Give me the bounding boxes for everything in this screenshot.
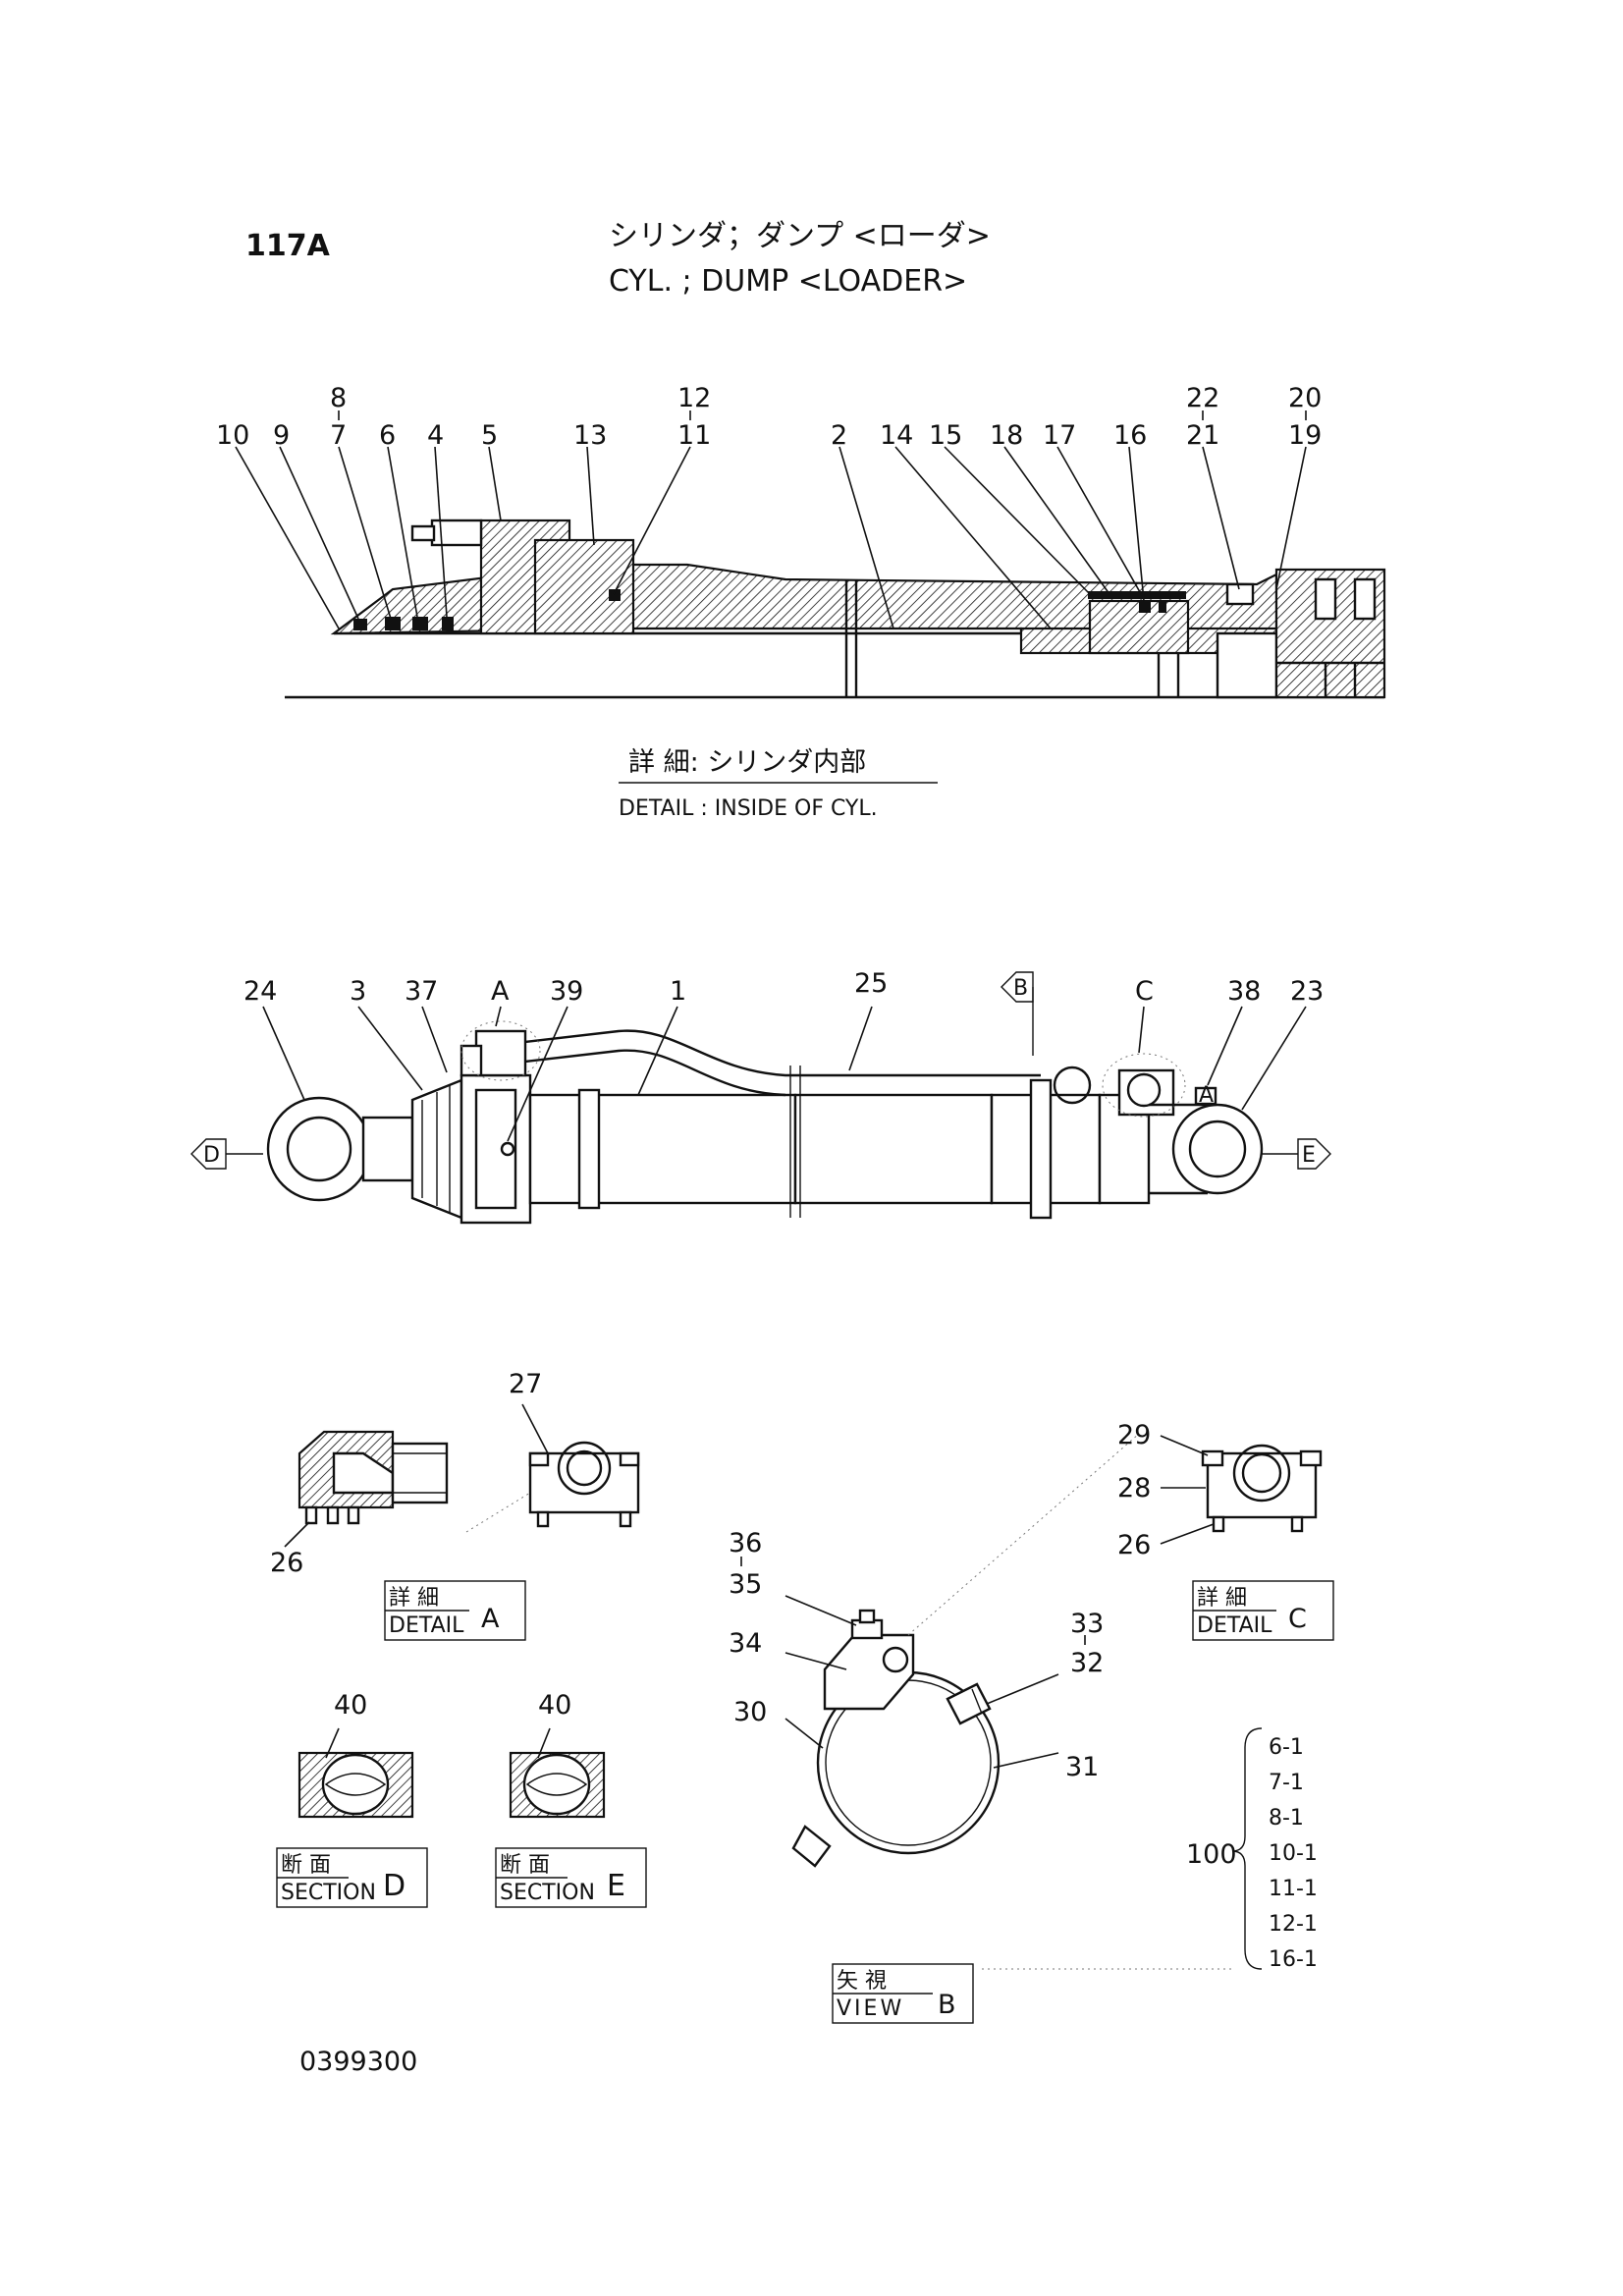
callout-26-detail-c: 26	[1117, 1530, 1151, 1560]
callout-32: 32	[1070, 1648, 1104, 1678]
detail-a-drawing	[284, 1403, 640, 1641]
callout-29: 29	[1117, 1420, 1151, 1450]
callout-13: 13	[573, 420, 607, 451]
callout-39: 39	[550, 976, 583, 1007]
section-d-label-jp: 断 面	[281, 1853, 331, 1878]
callout-21: 21	[1186, 420, 1219, 451]
callout-9: 9	[273, 420, 290, 451]
callout-c-main: C	[1135, 976, 1154, 1007]
section-d-drawing	[276, 1727, 428, 1908]
tag-a: A	[1199, 1083, 1214, 1108]
detail-a-letter: A	[481, 1604, 500, 1634]
callout-7: 7	[330, 420, 347, 451]
callout-14: 14	[880, 420, 913, 451]
callout-31: 31	[1065, 1752, 1099, 1782]
section-d-callout-40: 40	[334, 1690, 367, 1721]
detail-c-label-en: DETAIL	[1197, 1613, 1272, 1638]
detail-a-label-en: DETAIL	[389, 1613, 464, 1638]
kit-brace	[1231, 1727, 1263, 1970]
callout-1: 1	[670, 976, 686, 1007]
callout-19: 19	[1288, 420, 1322, 451]
callout-30: 30	[733, 1697, 767, 1727]
view-arrow-b: B	[1013, 976, 1028, 1001]
callout-25: 25	[854, 968, 888, 999]
section-e-label-jp: 断 面	[500, 1853, 550, 1878]
callout-11: 11	[677, 420, 711, 451]
callout-3: 3	[350, 976, 366, 1007]
section-e-callout-40: 40	[538, 1690, 571, 1721]
section-e-drawing	[495, 1727, 647, 1908]
callout-24: 24	[243, 976, 277, 1007]
view-b-letter: B	[938, 1990, 956, 2020]
callout-35: 35	[729, 1569, 762, 1600]
callout-a-main: A	[491, 976, 510, 1007]
callout-10: 10	[216, 420, 249, 451]
detail-c-letter: C	[1288, 1604, 1307, 1634]
section-e-label-en: SECTION	[500, 1881, 595, 1905]
detail-inside-caption-jp: 詳 細: シリンダ内部	[628, 747, 866, 778]
detail-inside-caption-en: DETAIL : INSIDE OF CYL.	[619, 796, 878, 821]
kit-item-4: 10-1	[1269, 1841, 1318, 1866]
view-b-label-jp: 矢 視	[837, 1969, 887, 1994]
page-number: 117A	[245, 229, 331, 263]
detail-inside-drawing	[235, 410, 1386, 699]
detail-c-label-jp: 詳 細	[1197, 1586, 1247, 1611]
section-e-letter: E	[607, 1869, 625, 1903]
callout-26-detail-a: 26	[270, 1548, 303, 1578]
callout-6: 6	[379, 420, 396, 451]
callout-5: 5	[481, 420, 498, 451]
callout-37: 37	[405, 976, 438, 1007]
title-english: CYL. ; DUMP <LOADER>	[609, 264, 967, 299]
detail-a-label-jp: 詳 細	[389, 1586, 439, 1611]
kit-number: 100	[1186, 1839, 1237, 1870]
callout-20: 20	[1288, 383, 1322, 413]
section-d-label-en: SECTION	[281, 1881, 376, 1905]
callout-28: 28	[1117, 1473, 1151, 1503]
view-arrow-e: E	[1302, 1143, 1316, 1168]
section-d-letter: D	[383, 1869, 406, 1903]
callout-17: 17	[1043, 420, 1076, 451]
callout-23: 23	[1290, 976, 1324, 1007]
callout-16: 16	[1113, 420, 1147, 451]
kit-item-6: 12-1	[1269, 1912, 1318, 1937]
callout-15: 15	[929, 420, 962, 451]
callout-12: 12	[677, 383, 711, 413]
kit-item-7: 16-1	[1269, 1947, 1318, 1972]
kit-item-3: 8-1	[1269, 1806, 1304, 1831]
callout-18: 18	[990, 420, 1023, 451]
callout-2: 2	[831, 420, 847, 451]
callout-33: 33	[1070, 1609, 1104, 1639]
drawing-number: 0399300	[299, 2047, 417, 2077]
detail-c-drawing	[1160, 1435, 1334, 1641]
callout-22: 22	[1186, 383, 1219, 413]
kit-item-5: 11-1	[1269, 1877, 1318, 1901]
kit-item-2: 7-1	[1269, 1771, 1304, 1795]
view-b-label-en: VIEW	[837, 1996, 904, 2021]
callout-38: 38	[1227, 976, 1261, 1007]
kit-item-1: 6-1	[1269, 1735, 1304, 1760]
callout-36: 36	[729, 1528, 762, 1558]
callout-27: 27	[509, 1369, 542, 1399]
view-arrow-d: D	[203, 1143, 220, 1168]
callout-34: 34	[729, 1628, 762, 1659]
view-b-drawing	[740, 1433, 1140, 2024]
cylinder-main-drawing	[190, 971, 1331, 1225]
callout-8: 8	[330, 383, 347, 413]
title-japanese: シリンダ；ダンプ <ローダ>	[609, 219, 991, 253]
callout-4: 4	[427, 420, 444, 451]
